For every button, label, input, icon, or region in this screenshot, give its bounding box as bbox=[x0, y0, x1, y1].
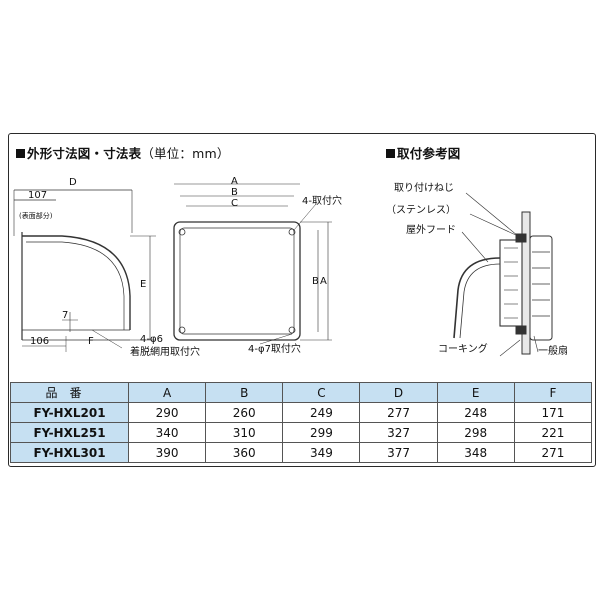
hole-4-6-note: 着脱網用取付穴 bbox=[130, 347, 200, 358]
dimensions-unit: （単位：mm） bbox=[141, 146, 230, 161]
table-header-row: 品番 A B C D E F bbox=[10, 382, 593, 403]
header-f: F bbox=[513, 382, 593, 403]
dimension-label-7: 7 bbox=[62, 310, 69, 321]
mounting-diagram bbox=[453, 192, 553, 357]
hole-4-6-label: 4-φ6 bbox=[140, 334, 163, 345]
value-cell: 260 bbox=[205, 402, 284, 423]
value-cell: 277 bbox=[359, 402, 438, 423]
value-cell: 171 bbox=[513, 402, 593, 423]
dimension-label-a-top: A bbox=[231, 176, 238, 187]
value-cell: 271 bbox=[513, 442, 593, 463]
table-row: FY-HXL201 290 260 249 277 248 171 bbox=[10, 402, 593, 423]
caulking-label: コーキング bbox=[438, 344, 488, 355]
screw-label: 取り付けねじ bbox=[394, 183, 454, 194]
value-cell: 360 bbox=[205, 442, 284, 463]
mounting-heading: 取付参考図 bbox=[386, 143, 461, 162]
value-cell: 299 bbox=[282, 422, 361, 443]
header-b: B bbox=[205, 382, 284, 403]
value-cell: 377 bbox=[359, 442, 438, 463]
header-a: A bbox=[127, 382, 207, 403]
dimensions-heading: 外形寸法図・寸法表（単位：mm） bbox=[16, 143, 230, 162]
front-view-drawing bbox=[173, 183, 332, 345]
header-model: 品番 bbox=[10, 382, 129, 403]
fan-label: 一般扇 bbox=[538, 346, 568, 357]
value-cell: 221 bbox=[513, 422, 593, 443]
value-cell: 327 bbox=[359, 422, 438, 443]
dimension-label-a-side: A bbox=[320, 276, 327, 287]
value-cell: 310 bbox=[205, 422, 284, 443]
dimension-label-b-side: B bbox=[312, 276, 319, 287]
value-cell: 290 bbox=[127, 402, 207, 423]
dimension-label-f: F bbox=[88, 336, 94, 347]
dimension-table: 品番 A B C D E F FY-HXL201 290 260 249 277… bbox=[10, 382, 593, 463]
value-cell: 349 bbox=[282, 442, 361, 463]
square-bullet-icon bbox=[16, 149, 25, 158]
dimension-label-b-top: B bbox=[231, 187, 238, 198]
dimension-label-107: 107 bbox=[28, 190, 48, 201]
model-cell: FY-HXL251 bbox=[10, 422, 129, 443]
outdoor-hood-label: 屋外フード bbox=[406, 225, 456, 236]
dimension-label-c-top: C bbox=[231, 198, 238, 209]
table-row: FY-HXL251 340 310 299 327 298 221 bbox=[10, 422, 593, 443]
header-c: C bbox=[282, 382, 361, 403]
mounting-holes-label: 4-取付穴 bbox=[302, 196, 342, 207]
surface-part-note: (表面部分) bbox=[19, 212, 53, 220]
value-cell: 249 bbox=[282, 402, 361, 423]
mounting-heading-text: 取付参考図 bbox=[397, 146, 461, 161]
header-d: D bbox=[359, 382, 438, 403]
dimension-label-d: D bbox=[69, 177, 77, 188]
value-cell: 340 bbox=[127, 422, 207, 443]
value-cell: 248 bbox=[436, 402, 515, 423]
header-e: E bbox=[436, 382, 515, 403]
square-bullet-icon bbox=[386, 149, 395, 158]
value-cell: 390 bbox=[127, 442, 207, 463]
model-cell: FY-HXL301 bbox=[10, 442, 129, 463]
dimension-label-106: 106 bbox=[30, 336, 50, 347]
stainless-label: （ステンレス） bbox=[386, 205, 456, 216]
side-view-drawing bbox=[13, 189, 156, 352]
table-row: FY-HXL301 390 360 349 377 348 271 bbox=[10, 442, 593, 463]
dimension-label-e: E bbox=[140, 279, 147, 290]
value-cell: 298 bbox=[436, 422, 515, 443]
model-cell: FY-HXL201 bbox=[10, 402, 129, 423]
dimensions-heading-text: 外形寸法図・寸法表 bbox=[27, 146, 142, 161]
hole-4-7-label: 4-φ7取付穴 bbox=[248, 344, 301, 355]
value-cell: 348 bbox=[436, 442, 515, 463]
